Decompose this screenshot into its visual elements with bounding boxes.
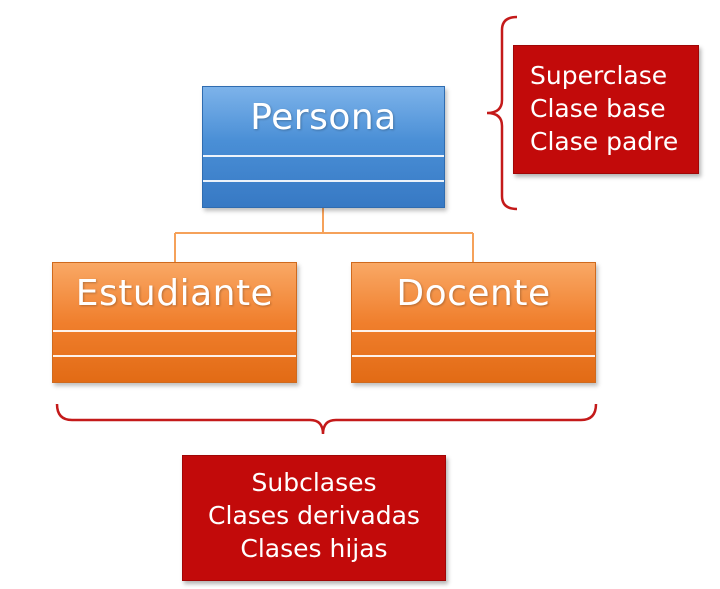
superclass-term: Superclase	[530, 61, 668, 90]
class-persona: Persona	[202, 86, 445, 208]
class-docente: Docente	[351, 262, 596, 383]
subclass-term: Subclases	[251, 468, 377, 497]
subclass-brace	[55, 403, 598, 435]
class-docente-methods-divider	[352, 355, 595, 357]
child-class-term: Clases hijas	[240, 534, 388, 563]
class-docente-name: Docente	[396, 273, 551, 314]
class-estudiante-methods-divider	[53, 355, 296, 357]
class-estudiante-attributes-divider	[53, 330, 296, 332]
parent-class-term: Clase padre	[530, 127, 679, 156]
class-persona-methods-divider	[203, 180, 444, 182]
class-docente-attributes-divider	[352, 330, 595, 332]
base-class-term: Clase base	[530, 94, 666, 123]
derived-class-term: Clases derivadas	[208, 501, 420, 530]
class-persona-attributes-divider	[203, 155, 444, 157]
class-estudiante-name: Estudiante	[75, 273, 274, 314]
class-estudiante: Estudiante	[52, 262, 297, 383]
superclass-label-box: Superclase Clase base Clase padre	[513, 45, 699, 174]
superclass-brace	[486, 15, 518, 211]
class-persona-name: Persona	[250, 97, 397, 138]
subclass-label-box: Subclases Clases derivadas Clases hijas	[182, 455, 446, 581]
inheritance-connector	[174, 208, 474, 262]
